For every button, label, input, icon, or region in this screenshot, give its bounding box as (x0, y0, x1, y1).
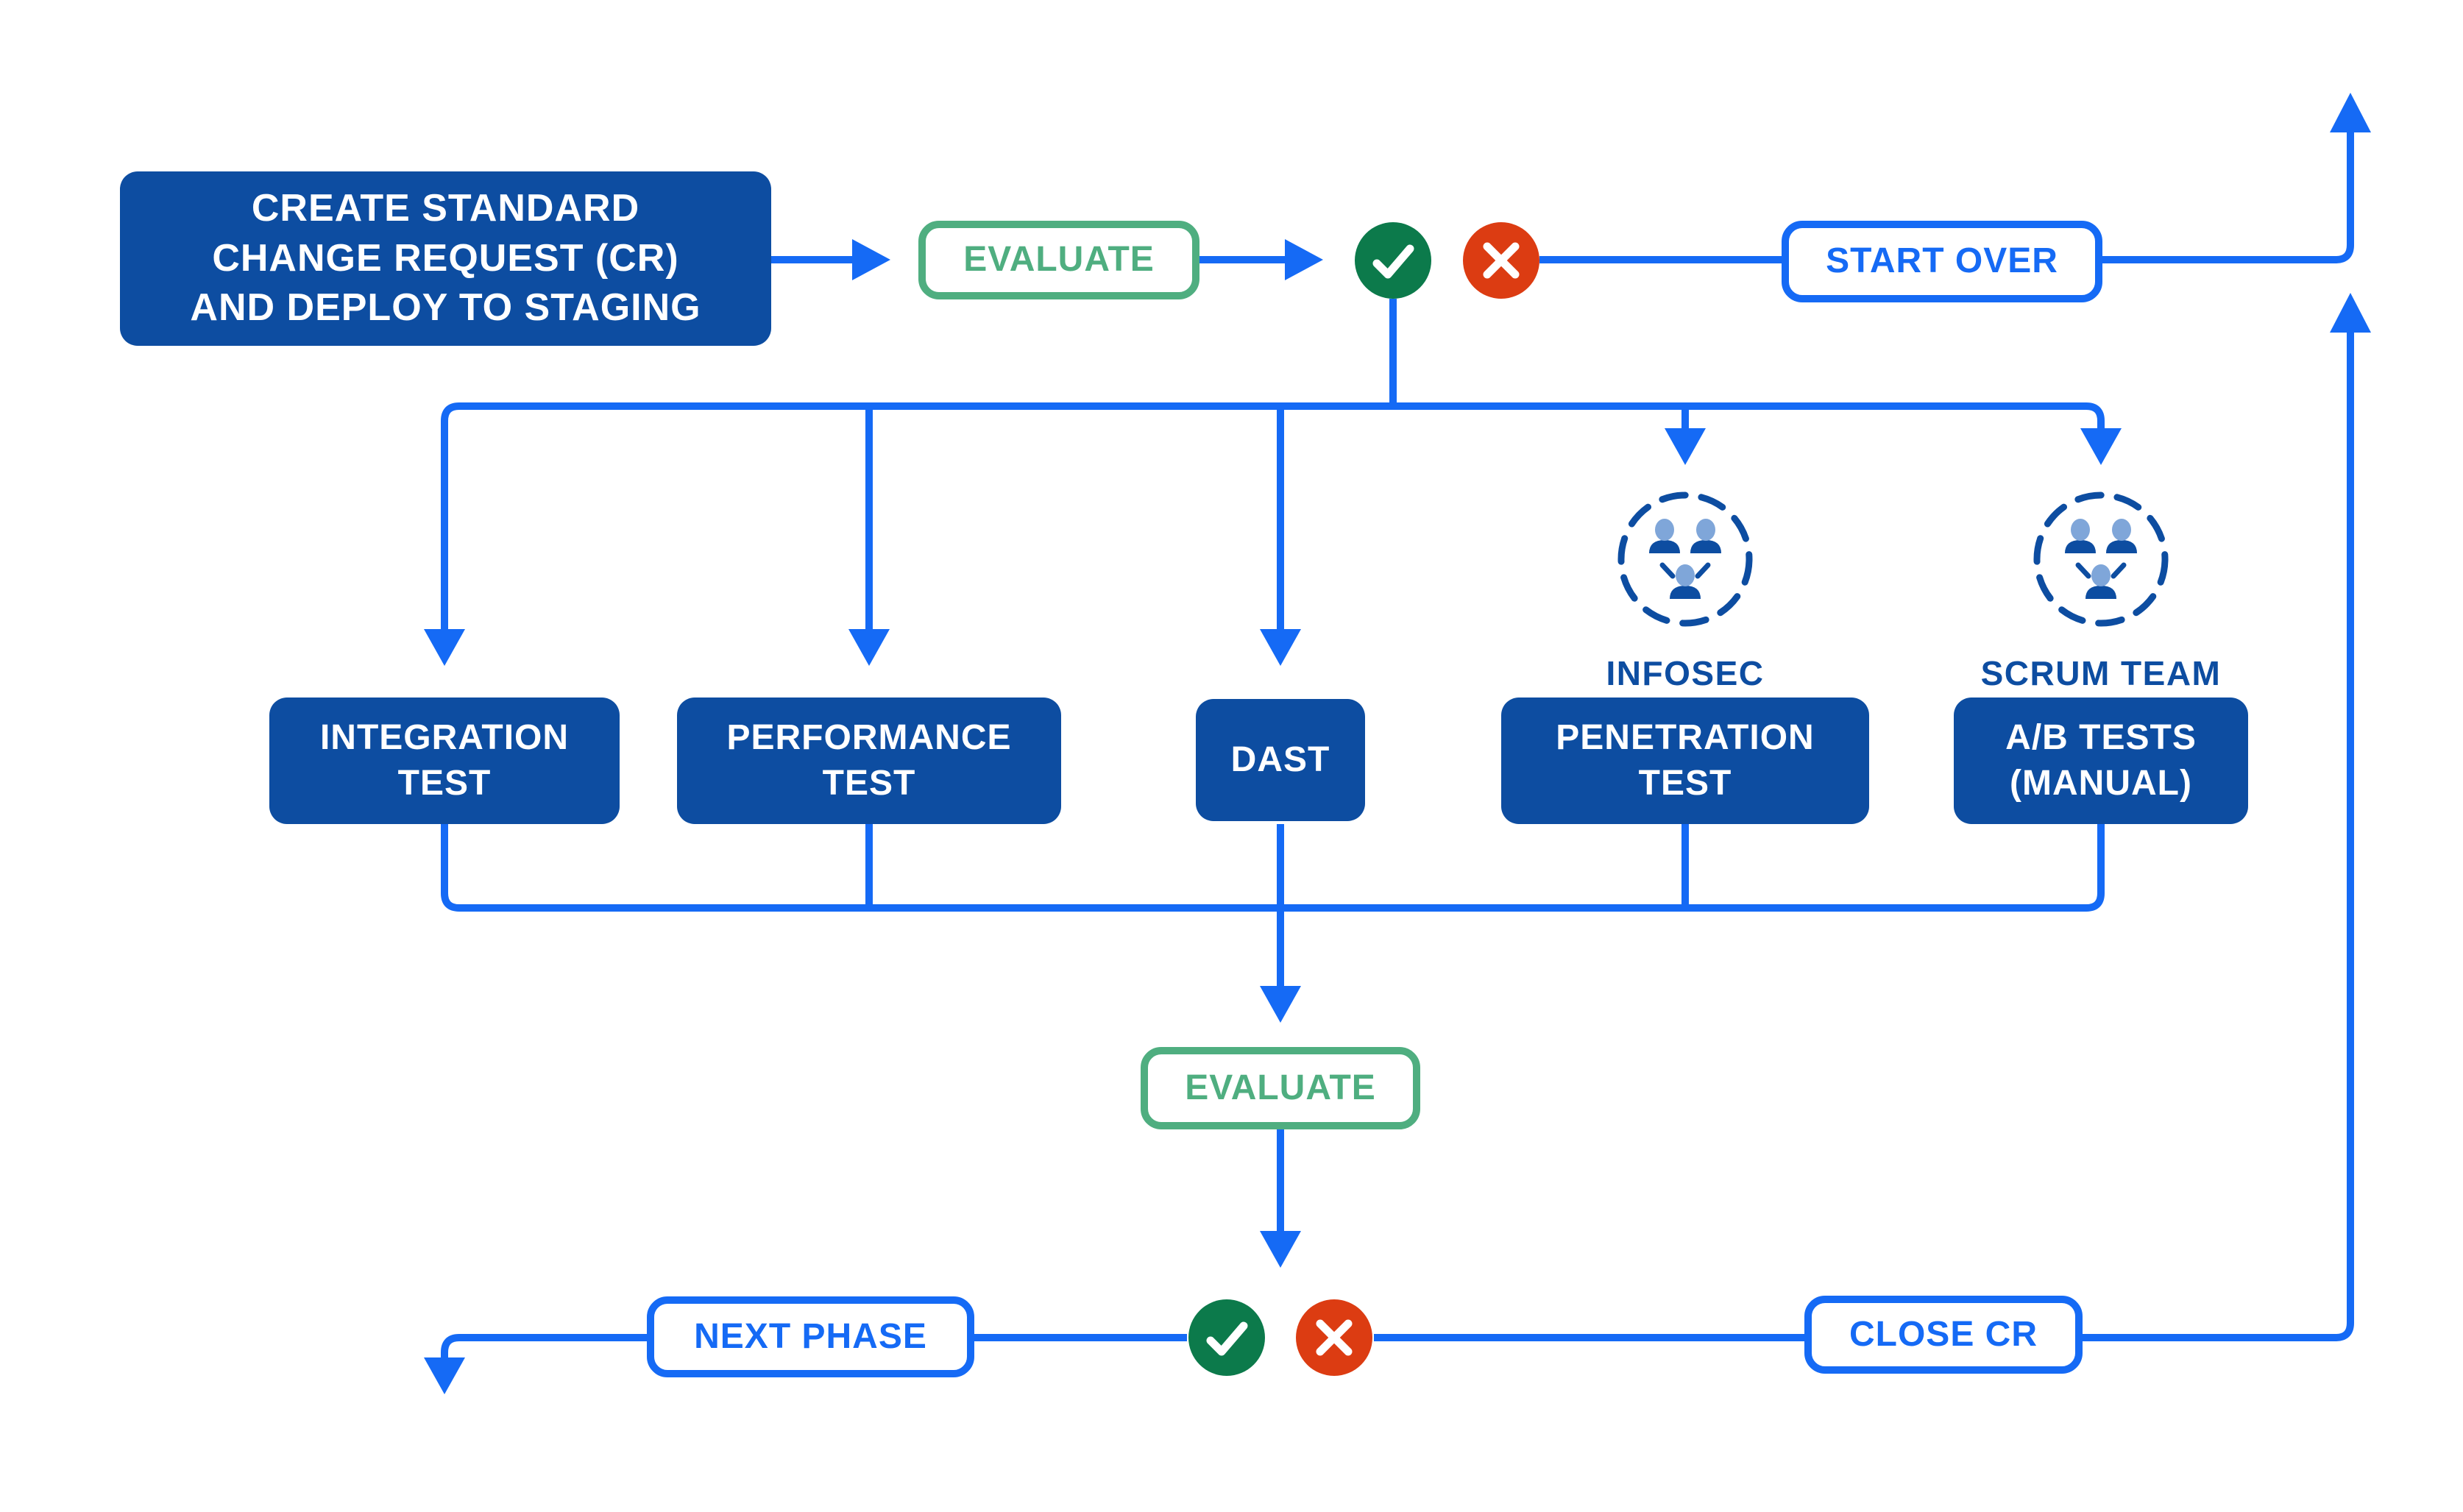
connector-start-over-up (2102, 132, 2354, 263)
node-evaluate-top: EVALUATE (918, 221, 1199, 299)
arrowhead-down-icon (2080, 428, 2122, 465)
connector-distribution-bar (441, 402, 2105, 428)
node-next-phase: NEXT PHASE (647, 1296, 974, 1377)
connector-next-phase-exit (441, 1334, 647, 1357)
node-dast: DAST (1196, 699, 1365, 821)
arrowhead-down-icon (424, 1357, 465, 1394)
scrum-team-icon (2037, 495, 2165, 623)
check-icon (1355, 222, 1431, 299)
arrowhead-down-icon (1260, 629, 1301, 666)
node-penetration-test: PENETRATION TEST (1501, 698, 1869, 824)
node-start-over: START OVER (1782, 221, 2102, 302)
cross-icon (1463, 222, 1539, 299)
node-ab-tests: A/B TESTS (MANUAL) (1954, 698, 2248, 824)
arrowhead-up-icon (2330, 293, 2371, 333)
arrowhead-right-icon (1285, 239, 1323, 280)
arrowhead-down-icon (1260, 986, 1301, 1023)
scrum-team-label: SCRUM TEAM (1980, 654, 2222, 692)
node-evaluate-bottom: EVALUATE (1141, 1047, 1420, 1129)
infosec-team-icon (1621, 495, 1749, 623)
check-icon (1188, 1299, 1265, 1376)
arrowhead-down-icon (1665, 428, 1706, 465)
node-create-change-request: CREATE STANDARD CHANGE REQUEST (CR) AND … (120, 171, 771, 346)
node-integration-test: INTEGRATION TEST (269, 698, 620, 824)
arrowhead-down-icon (1260, 1231, 1301, 1268)
node-performance-test: PERFORMANCE TEST (677, 698, 1061, 824)
node-close-cr: CLOSE CR (1804, 1296, 2083, 1374)
infosec-team-label: INFOSEC (1606, 654, 1765, 692)
connector-collector-bar (441, 824, 2105, 912)
arrowhead-down-icon (848, 629, 890, 666)
arrowhead-right-icon (852, 239, 890, 280)
arrowhead-up-icon (2330, 93, 2371, 132)
arrowhead-down-icon (424, 629, 465, 666)
cross-icon (1296, 1299, 1372, 1376)
connector-close-cr-return (2083, 333, 2354, 1341)
